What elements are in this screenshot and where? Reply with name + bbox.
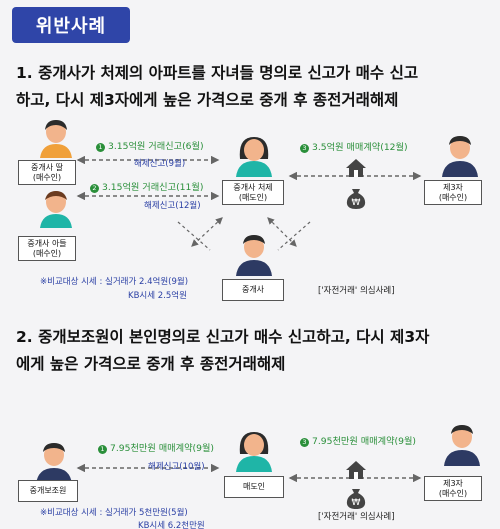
svg-text:₩: ₩ <box>352 498 361 508</box>
suspect-case-1: ['자전거래' 의심사례] <box>318 286 395 296</box>
compare-kb-2: KB시세 6.2천만원 <box>138 521 205 529</box>
daughter-box: 중개사 딸(매수인) <box>18 160 76 185</box>
step2-cancel: 해제신고(12월) <box>144 201 201 211</box>
svg-text:₩: ₩ <box>352 198 361 208</box>
house-icon <box>346 461 366 479</box>
son-box: 중개사 아들(매수인) <box>18 236 76 261</box>
house-icon <box>346 159 366 177</box>
section1-heading-line2: 하고, 다시 제3자에게 높은 가격으로 중개 후 종전거래해제 <box>16 91 399 109</box>
compare-kb-1: KB시세 2.5억원 <box>128 291 187 301</box>
section2-heading-line1: 2. 중개보조원이 본인명의로 신고가 매수 신고하고, 다시 제3자 <box>16 328 430 346</box>
compare-price-2: ※비교대상 시세 : 실거래가 5천만원(5월) <box>40 508 188 518</box>
person-icon <box>40 191 72 228</box>
money-bag-icon: ₩ <box>346 189 366 209</box>
person-icon <box>36 443 72 484</box>
person-icon <box>236 235 272 276</box>
person-icon <box>40 120 72 158</box>
person-icon <box>236 137 272 177</box>
compare-price-1: ※비교대상 시세 : 실거래가 2.4억원(9월) <box>40 277 189 287</box>
person-icon <box>444 425 480 466</box>
agent-box: 중개사 <box>222 279 284 301</box>
section2-heading-line2: 에게 높은 가격으로 중개 후 종전거래해제 <box>16 355 286 373</box>
section1-heading-line1: 1. 중개사가 처제의 아파트를 자녀들 명의로 신고가 매수 신고 <box>16 64 419 82</box>
sister-box: 중개사 처제(매도인) <box>222 180 284 205</box>
person-icon <box>236 432 272 472</box>
s2-step1-cancel: 해제신고(10월) <box>148 462 205 472</box>
step1-cancel: 해제신고(9월) <box>134 159 186 169</box>
person-icon <box>442 136 478 177</box>
violation-badge: 위반사례 <box>12 7 130 43</box>
seller-box: 매도인 <box>224 476 284 498</box>
money-bag-icon: ₩ <box>346 489 366 509</box>
suspect-case-2: ['자전거래' 의심사례] <box>318 512 395 522</box>
assistant-box: 중개보조원 <box>18 480 78 502</box>
s2-third-party-box: 제3자(매수인) <box>424 476 482 501</box>
third-party-box: 제3자(매수인) <box>424 180 482 205</box>
